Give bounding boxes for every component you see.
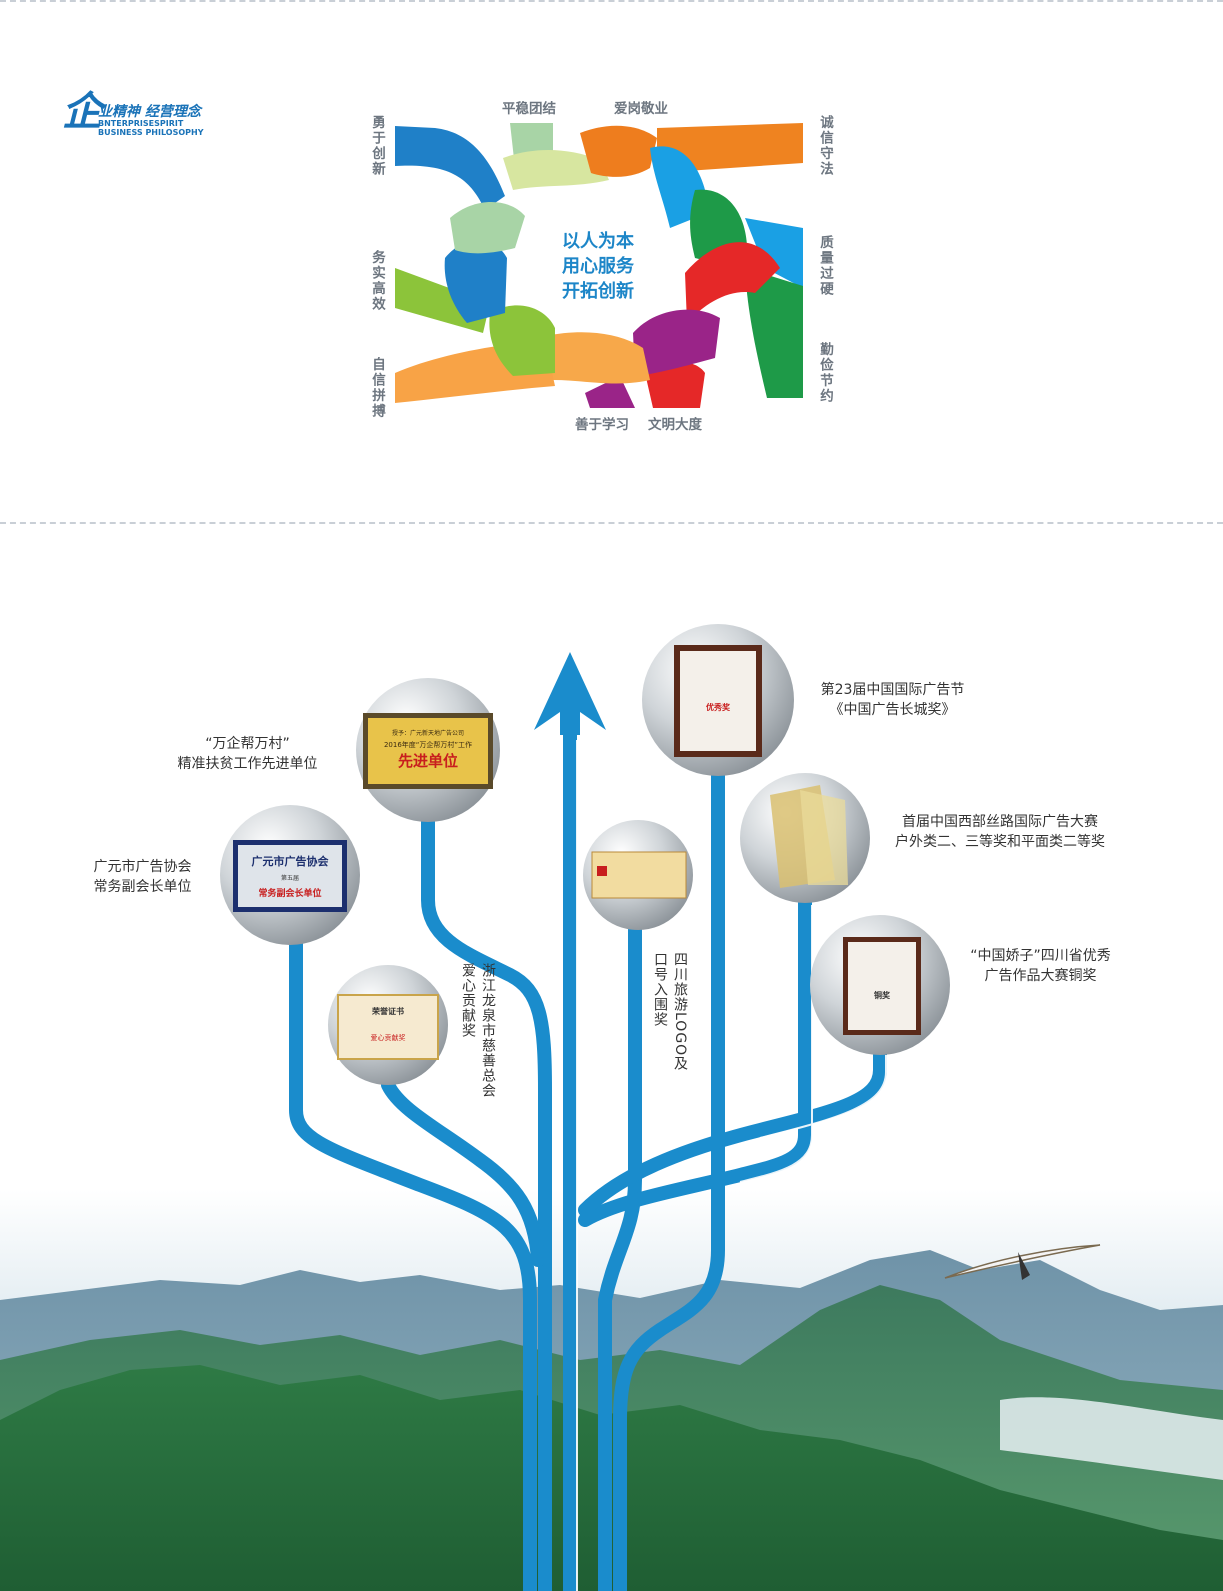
award-caption-a4: 四川旅游LOGO及 口号入围奖 xyxy=(650,952,690,1071)
hand-red xyxy=(685,242,780,323)
arm-skyblue-right xyxy=(745,218,803,288)
hand-blue-left xyxy=(444,240,507,323)
cloud-sea xyxy=(1000,1397,1223,1480)
branch-a6 xyxy=(578,893,812,1227)
award-caption-a3: 浙江龙泉市慈善总会 爱心贡献奖 xyxy=(458,963,498,1098)
plaque-a3-main: 爱心贡献奖 xyxy=(371,1033,406,1042)
award-caption-a5: 第23届中国国际广告节 《中国广告长城奖》 xyxy=(805,680,980,720)
plaque-a7-main: 铜奖 xyxy=(874,990,891,1000)
plaque-a5-main: 优秀奖 xyxy=(706,702,731,712)
award-a2-line1: 广元市广告协会 xyxy=(93,859,192,875)
value-right-3: 勤俭节约 xyxy=(817,342,833,404)
value-left-1: 勇于创新 xyxy=(369,115,385,177)
branch-a3 xyxy=(381,1078,545,1267)
award-a3-line2: 爱心贡献奖 xyxy=(460,963,476,1038)
branch-a4 xyxy=(598,923,642,1591)
medallion-a2: 广元市广告协会 第五届 常务副会长单位 xyxy=(220,805,360,945)
center-slogan: 以人为本 用心服务 开拓创新 xyxy=(562,229,634,304)
arm-purple-bottom xyxy=(585,376,635,408)
logo-en-text: BNTERPRISESPIRIT BUSINESS PHILOSOPHY xyxy=(98,119,204,137)
hand-paleyellow xyxy=(503,150,609,190)
award-a4-line1: 四川旅游LOGO及 xyxy=(672,952,688,1072)
medallion-a4 xyxy=(583,820,693,930)
hand-lightgreen xyxy=(450,202,525,254)
slogan-line-2: 用心服务 xyxy=(562,256,634,277)
logo-big-char: 企 xyxy=(62,88,102,135)
value-bottom-2: 文明大度 xyxy=(648,417,702,433)
medallion-a1: 授予：广元新天地广告公司 2016年度“万企帮万村”工作 先进单位 xyxy=(356,678,500,822)
hand-yellowgreen xyxy=(489,305,555,376)
medallion-a7: 铜奖 xyxy=(810,915,950,1055)
hang-glider xyxy=(944,1244,1101,1280)
branch-a7 xyxy=(578,1043,887,1217)
award-a5-line1: 第23届中国国际广告节 xyxy=(820,682,965,698)
branch-a5 xyxy=(613,763,725,1591)
plaque-a1-line1: 授予：广元新天地广告公司 xyxy=(392,729,464,737)
award-a6-line2: 户外类二、三等奖和平面类二等奖 xyxy=(895,834,1105,850)
award-a7-line2: 广告作品大赛铜奖 xyxy=(984,968,1097,984)
medallion-a6 xyxy=(740,773,870,903)
arm-green-right xyxy=(745,268,803,398)
award-a7-line1: “中国娇子”四川省优秀 xyxy=(970,948,1111,964)
slogan-line-1: 以人为本 xyxy=(562,231,634,252)
arm-orange-right xyxy=(657,123,803,173)
slogan-line-3: 开拓创新 xyxy=(562,281,634,302)
value-top-1: 平稳团结 xyxy=(502,101,556,117)
plaque-a2-main: 常务副会长单位 xyxy=(258,887,321,899)
award-a4-line2: 口号入围奖 xyxy=(652,952,668,1027)
hand-purple xyxy=(633,309,720,376)
award-a3-line1: 浙江龙泉市慈善总会 xyxy=(480,963,496,1098)
plaque-a1-line2: 2016年度“万企帮万村”工作 xyxy=(384,740,472,749)
award-a1-line2: 精准扶贫工作先进单位 xyxy=(177,756,318,772)
value-bottom-1: 善于学习 xyxy=(575,417,629,433)
award-a5-line2: 《中国广告长城奖》 xyxy=(829,702,956,718)
value-top-2: 爱岗敬业 xyxy=(614,101,668,117)
hand-orange-top xyxy=(580,125,657,177)
branch-a2 xyxy=(289,933,537,1591)
award-caption-a6: 首届中国西部丝路国际广告大赛 户外类二、三等奖和平面类二等奖 xyxy=(880,812,1120,852)
medallion-a3: 荣誉证书 爱心贡献奖 xyxy=(328,965,448,1085)
enterprise-spirit-logo: 企 业精神 经营理念 BNTERPRISESPIRIT BUSINESS PHI… xyxy=(62,90,232,146)
logo-en-line1: BNTERPRISESPIRIT xyxy=(98,119,184,128)
logo-title: 业精神 经营理念 xyxy=(98,104,201,120)
arm-blue-tl xyxy=(395,126,505,210)
value-right-1: 诚信守法 xyxy=(817,115,833,177)
value-right-2: 质量过硬 xyxy=(817,235,833,297)
top-divider xyxy=(0,0,1223,2)
plaque-a1-main: 先进单位 xyxy=(398,752,458,770)
award-a6-line1: 首届中国西部丝路国际广告大赛 xyxy=(902,814,1098,830)
arm-red-bottom xyxy=(645,361,705,408)
award-caption-a2: 广元市广告协会 常务副会长单位 xyxy=(80,857,205,897)
plaque-a2-sub: 第五届 xyxy=(281,874,299,882)
medallion-a5: 优秀奖 xyxy=(642,624,794,776)
award-a2-line2: 常务副会长单位 xyxy=(93,879,192,895)
branch-a1 xyxy=(421,813,552,1591)
plaque-a2-title: 广元市广告协会 xyxy=(252,854,330,868)
award-caption-a7: “中国娇子”四川省优秀 广告作品大赛铜奖 xyxy=(948,946,1133,986)
logo-en-line2: BUSINESS PHILOSOPHY xyxy=(98,128,204,137)
award-caption-a1: “万企帮万村” 精准扶贫工作先进单位 xyxy=(160,734,335,774)
value-left-2: 务实高效 xyxy=(369,250,385,312)
plaque-a3-title: 荣誉证书 xyxy=(371,1006,404,1016)
hand-peach xyxy=(545,332,650,384)
joined-hands-illustration xyxy=(395,123,803,408)
award-a1-line1: “万企帮万村” xyxy=(205,736,290,752)
tree-arrow-head xyxy=(534,652,606,735)
value-left-3: 自信拼搏 xyxy=(369,357,385,419)
middle-divider xyxy=(0,522,1223,524)
